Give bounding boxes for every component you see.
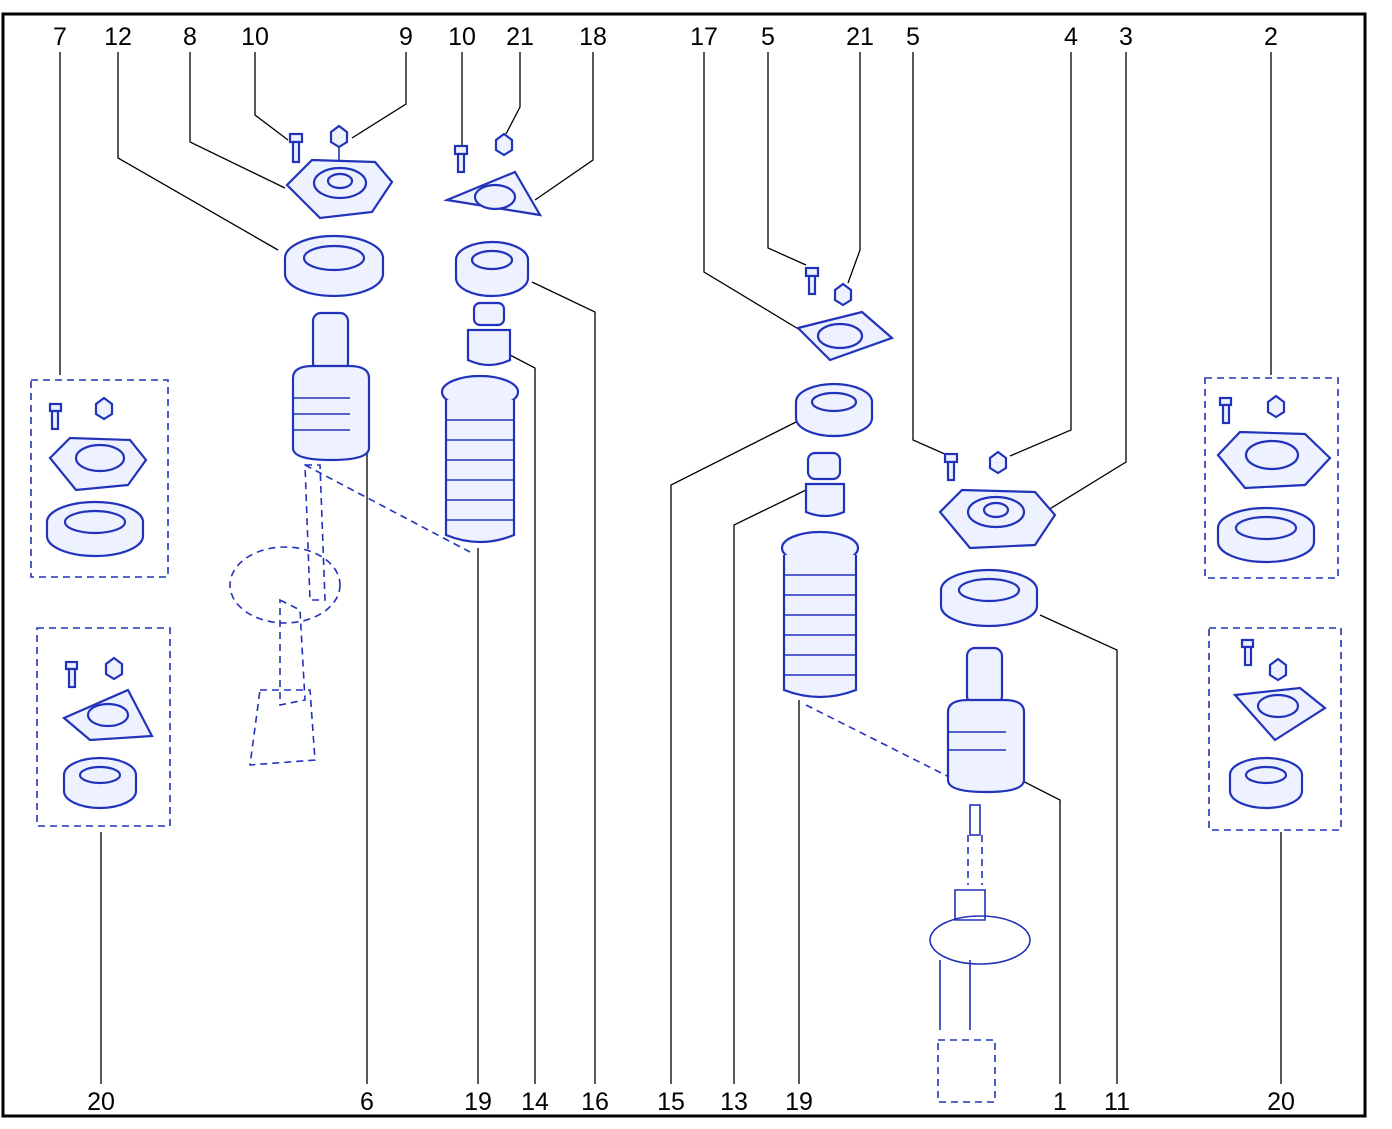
callout-16: 16 <box>581 1088 609 1116</box>
callout-10b: 10 <box>448 23 476 51</box>
dust-boot-19b <box>780 530 976 791</box>
callout-20b: 20 <box>1267 1088 1295 1116</box>
callout-18: 18 <box>579 23 607 51</box>
bolt-10 <box>288 132 304 164</box>
bolt-5 <box>804 266 820 296</box>
variant-box-7 <box>30 379 169 578</box>
callout-20: 20 <box>87 1088 115 1116</box>
variant-box-2 <box>1204 377 1339 579</box>
callout-15: 15 <box>657 1088 685 1116</box>
bump-stop-13 <box>804 451 846 518</box>
bearing-11 <box>939 568 1039 628</box>
callout-10: 10 <box>241 23 269 51</box>
callout-4: 4 <box>1064 23 1078 51</box>
callout-19: 19 <box>464 1088 492 1116</box>
bearing-16 <box>454 240 530 298</box>
callout-9: 9 <box>399 23 413 51</box>
variant-box-20-left <box>36 627 171 827</box>
nut-9 <box>329 124 349 165</box>
dust-boot-19 <box>440 374 520 544</box>
callout-21b: 21 <box>846 23 874 51</box>
bump-stop-6 <box>291 311 371 462</box>
callout-21: 21 <box>506 23 534 51</box>
bolt-10b <box>453 144 469 174</box>
bearing-12 <box>283 234 385 298</box>
callout-11: 11 <box>1104 1088 1130 1116</box>
callout-19b: 19 <box>785 1088 813 1116</box>
bolt-5b <box>943 452 959 482</box>
callout-5: 5 <box>761 23 775 51</box>
variant-20-left-parts <box>61 656 154 810</box>
callout-6: 6 <box>360 1088 374 1116</box>
leader-lines <box>59 52 1282 1084</box>
callout-8: 8 <box>183 23 197 51</box>
bump-stop-14 <box>466 301 512 367</box>
callout-14: 14 <box>521 1088 549 1116</box>
nut-4 <box>988 450 1008 475</box>
top-callouts: 7 12 8 10 9 10 21 18 17 5 21 5 4 3 2 <box>53 23 1278 51</box>
strut-outline-left <box>229 464 471 766</box>
strut-mount-8 <box>285 158 394 220</box>
callout-1: 1 <box>1053 1088 1067 1116</box>
callout-12: 12 <box>104 23 132 51</box>
callout-2: 2 <box>1264 23 1278 51</box>
strut-mount-3 <box>938 488 1057 550</box>
variant-20-right-parts <box>1228 638 1327 810</box>
bearing-15 <box>794 382 874 438</box>
plate-18 <box>442 170 543 217</box>
nut-21 <box>494 132 514 157</box>
variant-box-20-right <box>1208 627 1342 831</box>
callout-5b: 5 <box>906 23 920 51</box>
nut-21b <box>833 282 853 307</box>
callout-13: 13 <box>720 1088 748 1116</box>
frame-border <box>1 12 1367 1118</box>
bump-stop-1 <box>946 646 1026 794</box>
callout-17: 17 <box>690 23 718 51</box>
variant-2-parts <box>1216 394 1332 564</box>
callout-7: 7 <box>53 23 67 51</box>
bottom-callouts: 20 6 19 14 16 15 13 19 1 11 20 <box>87 1088 1295 1116</box>
callout-3: 3 <box>1119 23 1133 51</box>
strut-assembly-right <box>929 804 1031 1103</box>
plate-17 <box>795 310 895 362</box>
variant-7-parts <box>45 396 148 558</box>
